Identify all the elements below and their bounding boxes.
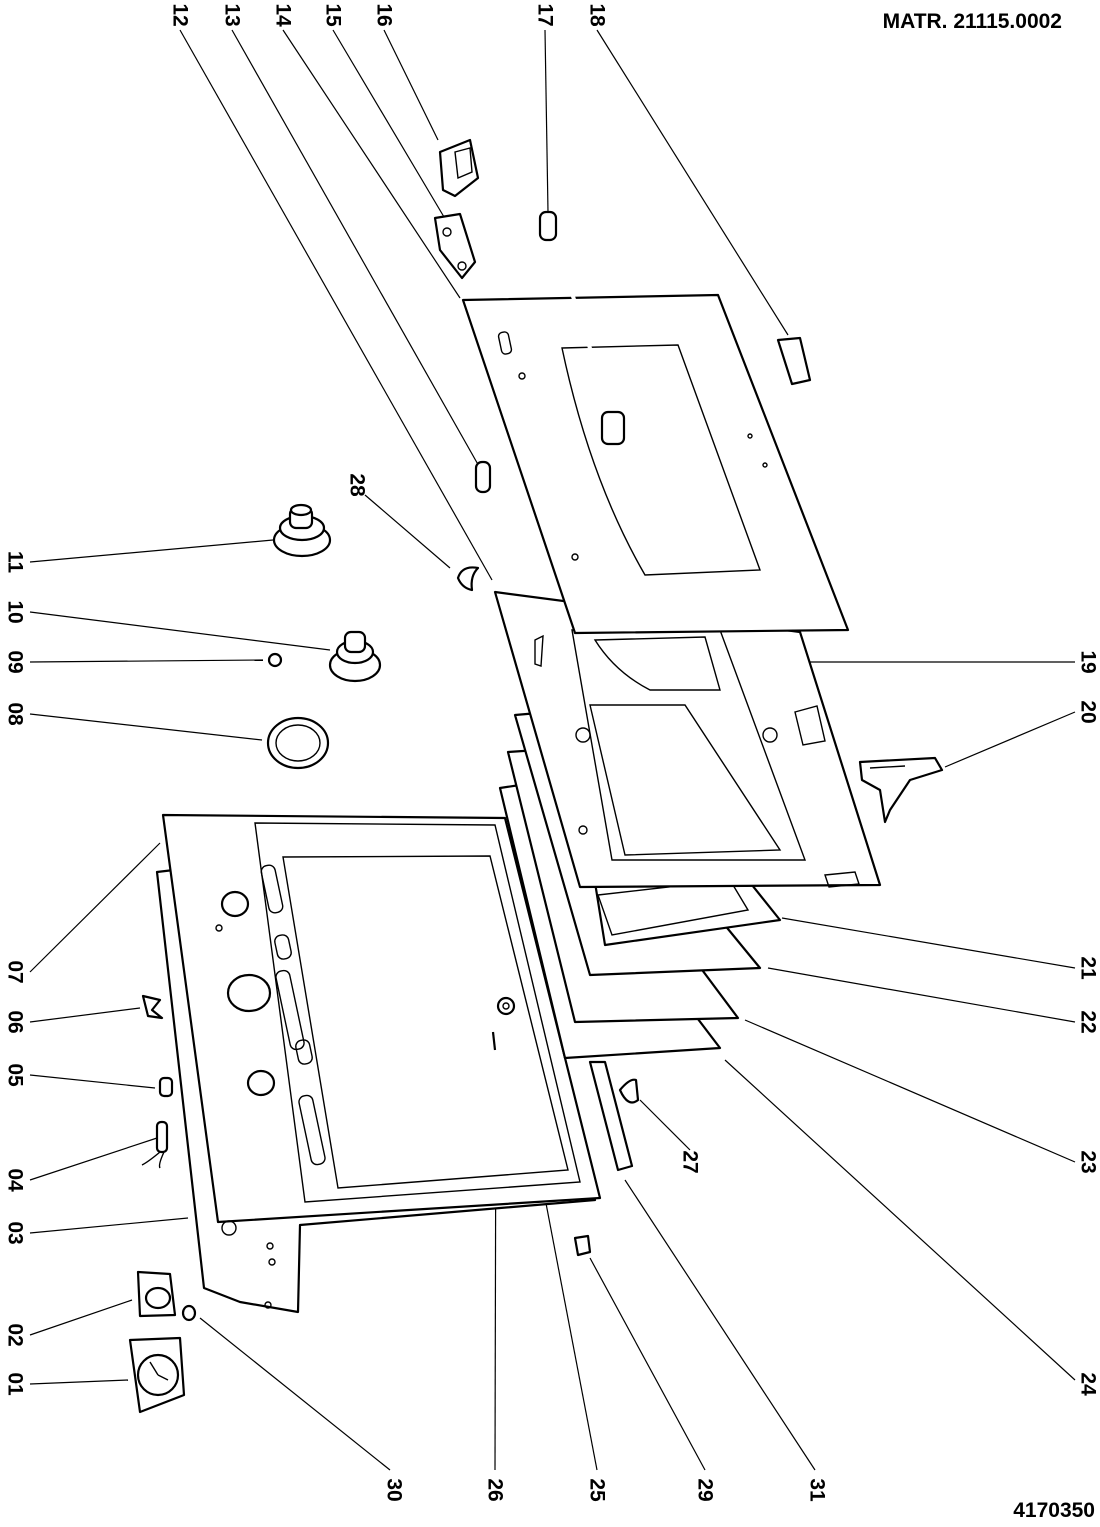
label-13: 13 <box>221 3 244 26</box>
knob-30 <box>181 1304 197 1322</box>
label-29: 29 <box>694 1478 717 1501</box>
label-24: 24 <box>1077 1372 1100 1396</box>
part-labels: 12 13 14 15 16 17 18 11 10 09 08 07 06 0… <box>4 3 1100 1502</box>
label-17: 17 <box>534 3 557 26</box>
label-26: 26 <box>484 1478 507 1501</box>
label-22: 22 <box>1077 1010 1100 1033</box>
label-11: 11 <box>4 551 27 574</box>
label-21: 21 <box>1077 956 1100 980</box>
label-19: 19 <box>1077 650 1100 673</box>
label-04: 04 <box>4 1168 27 1192</box>
matr-code: MATR. 21115.0002 <box>883 10 1062 33</box>
screw-26 <box>491 1031 497 1051</box>
label-12: 12 <box>169 3 192 26</box>
label-14: 14 <box>272 3 295 27</box>
label-31: 31 <box>806 1478 829 1502</box>
spacer-tube <box>474 460 492 494</box>
lamp-04 <box>141 1120 169 1169</box>
label-28: 28 <box>346 473 369 497</box>
clip-28 <box>456 566 480 592</box>
rail-31 <box>588 1060 634 1172</box>
clip-06 <box>141 994 164 1020</box>
label-07: 07 <box>4 960 27 983</box>
bezel-ring-08 <box>266 716 330 770</box>
document-number: 4170350 <box>1013 1499 1095 1522</box>
label-10: 10 <box>4 600 27 623</box>
hinge-cover <box>438 138 480 198</box>
label-09: 09 <box>4 650 27 673</box>
front-panel-assembly <box>155 813 602 1314</box>
label-27: 27 <box>679 1150 702 1173</box>
knob-cap-09 <box>267 652 283 668</box>
latch-20 <box>858 756 944 824</box>
label-05: 05 <box>4 1063 27 1087</box>
label-18: 18 <box>586 3 609 27</box>
timer-clock-01 <box>128 1336 186 1414</box>
washer-25 <box>496 996 516 1016</box>
clip-27 <box>618 1078 640 1104</box>
pin-05 <box>158 1076 174 1098</box>
hinge-bracket <box>433 212 477 280</box>
knob-10 <box>328 630 382 683</box>
label-03: 03 <box>4 1221 27 1244</box>
corner-clip-18 <box>776 336 812 386</box>
door-handle-rod <box>538 210 626 446</box>
label-23: 23 <box>1077 1150 1100 1173</box>
label-15: 15 <box>322 3 345 27</box>
label-20: 20 <box>1077 700 1100 723</box>
label-08: 08 <box>4 702 27 726</box>
knob-11 <box>272 503 332 558</box>
label-25: 25 <box>586 1478 609 1502</box>
label-30: 30 <box>383 1478 406 1501</box>
label-01: 01 <box>4 1372 27 1396</box>
label-02: 02 <box>4 1323 27 1346</box>
label-06: 06 <box>4 1010 27 1033</box>
switch-02 <box>136 1270 177 1318</box>
label-16: 16 <box>373 3 396 26</box>
fastener-29 <box>573 1234 592 1257</box>
outer-door <box>461 293 850 635</box>
